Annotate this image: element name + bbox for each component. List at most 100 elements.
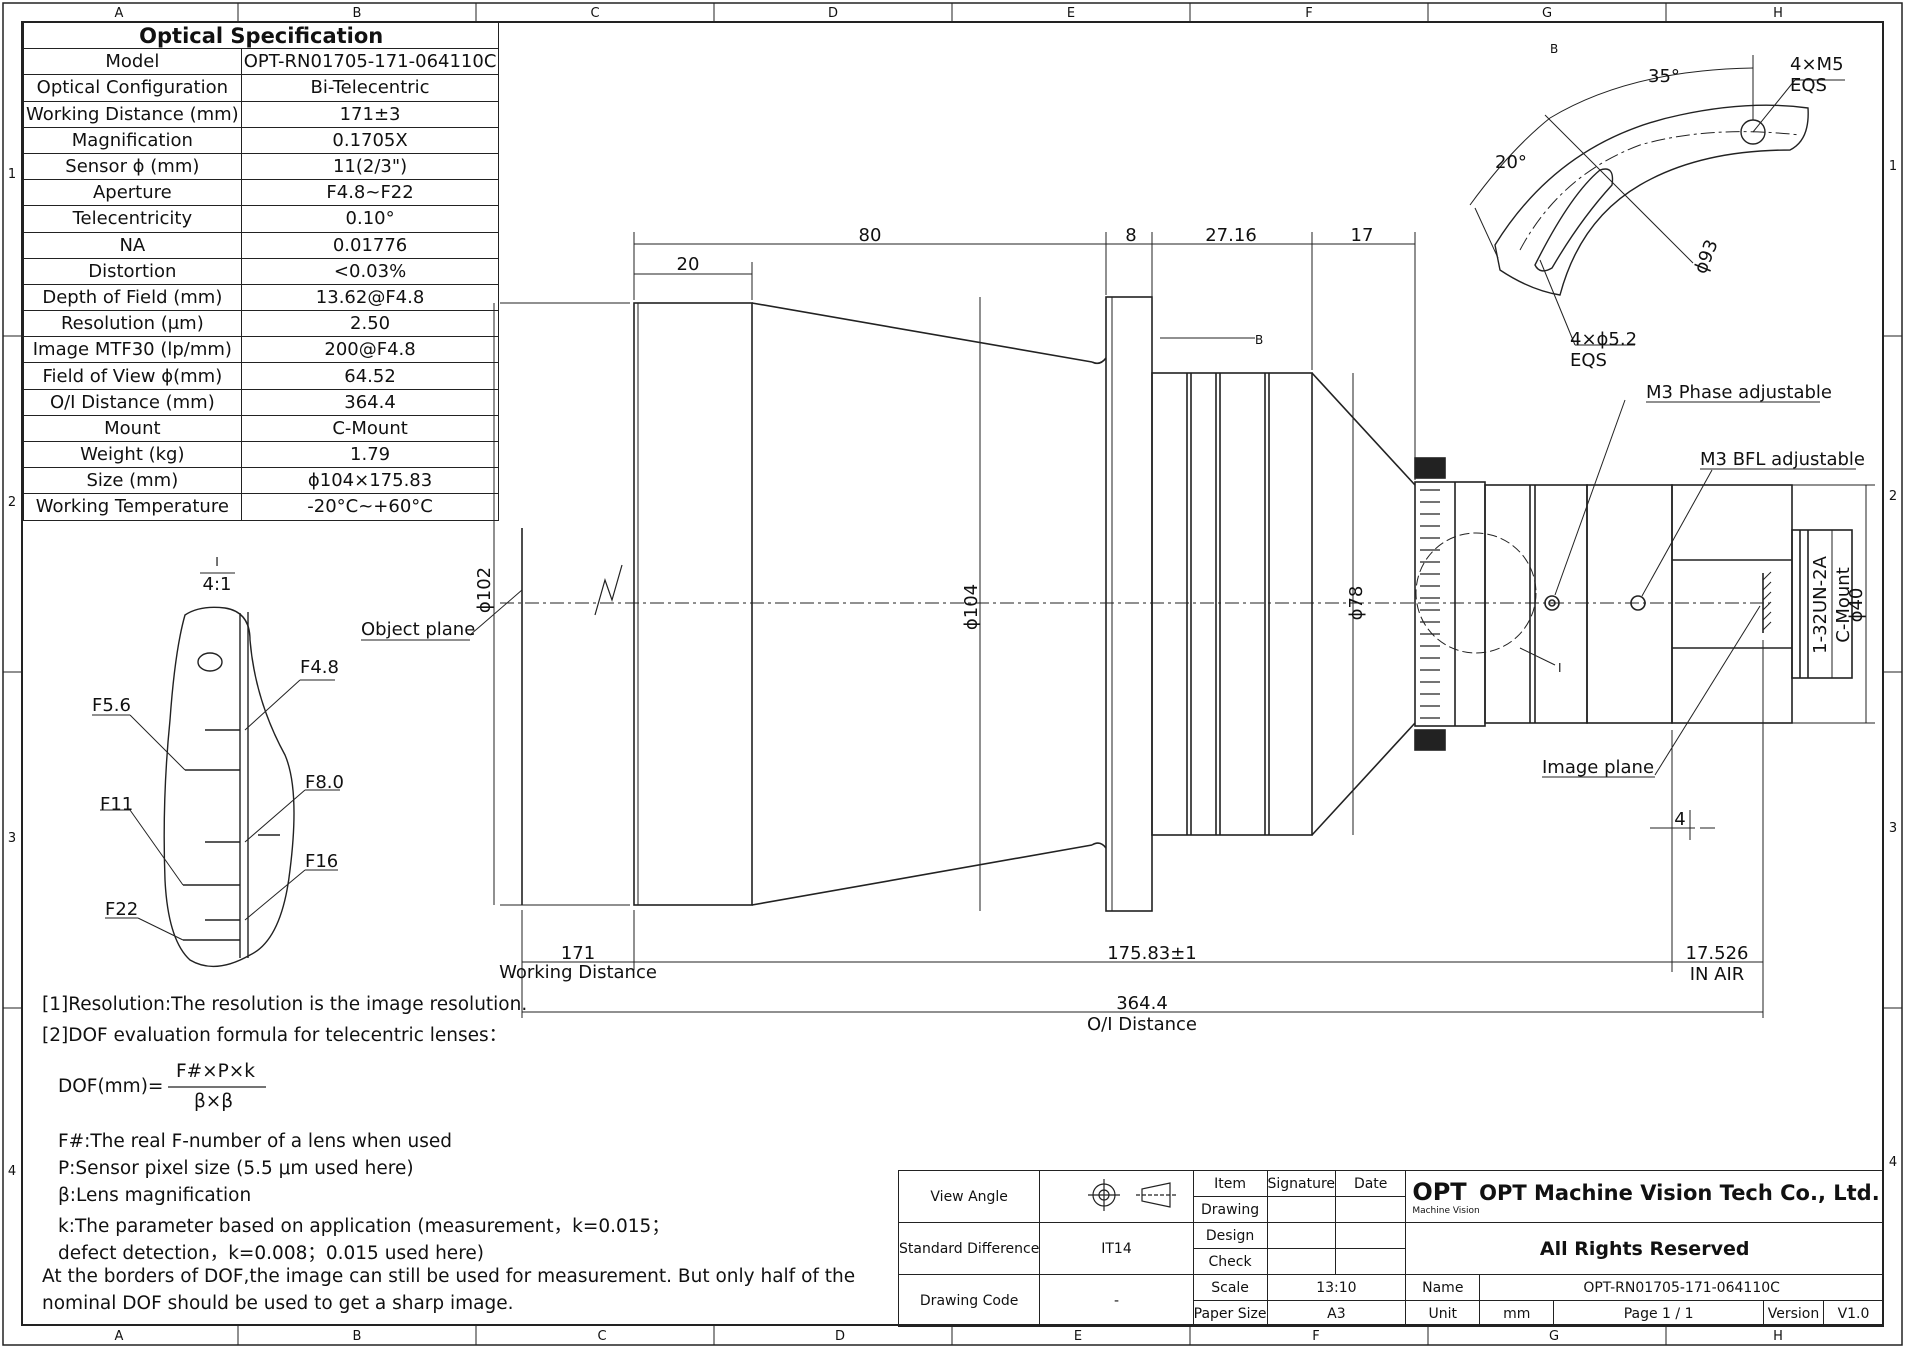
spec-value: 13.62@F4.8 [240,283,500,312]
row-label: 2 [1889,489,1897,504]
note-fnumber: F#:The real F-number of a lens when used [58,1131,453,1152]
dim-20: 20 [677,254,700,275]
spec-key: Optical Configuration [23,74,242,102]
col-label: G [1542,6,1552,21]
date-label: Date [1335,1170,1407,1197]
spec-key: Aperture [23,179,242,207]
table-row: Working Distance (mm)171±3 [23,100,500,128]
object-plane-label: Object plane [361,619,475,640]
spec-title: Optical Specification [22,21,500,50]
spec-key: Telecentricity [23,205,242,233]
dim-175-83: 175.83±1 [1107,943,1197,964]
spec-key: Model [23,48,242,76]
f22-mark: F22 [105,899,138,920]
dim-phi40: ϕ40 [1846,588,1867,623]
dim-17-526: 17.526 [1686,943,1749,964]
rights-reserved: All Rights Reserved [1405,1222,1884,1275]
spec-value: 0.1705X [240,126,500,154]
dim-171: 171 [561,943,595,964]
table-row: Size (mm)ϕ104×175.83 [23,467,500,495]
spec-value: 0.10° [240,205,500,233]
table-row: Resolution (μm)2.50 [23,310,500,338]
view-angle-symbol-cell [1039,1170,1194,1223]
spec-key: Weight (kg) [23,440,242,469]
spec-value: 364.4 [240,388,500,416]
paper-size-value: A3 [1266,1300,1407,1327]
spec-value: <0.03% [240,257,500,285]
dim-17: 17 [1351,225,1374,246]
spec-key: Size (mm) [23,467,242,495]
spec-key: Image MTF30 (lp/mm) [23,336,242,364]
dim-4: 4 [1674,809,1685,830]
m3-phase-label: M3 Phase adjustable [1646,382,1832,403]
lens-outline [500,296,1853,912]
drawing-label: Drawing [1192,1196,1268,1223]
detail-b-labels: B 35° 20° 4×M5 EQS 4×ϕ5.2 EQS ϕ93 [1495,42,1844,371]
spec-value: 171±3 [240,100,500,128]
row-label: 1 [1889,159,1897,174]
note-pixel: P:Sensor pixel size (5.5 μm used here) [58,1158,414,1179]
detail-i-scale: 4:1 [203,574,232,595]
detail-b [1469,55,1845,346]
col-label: F [1312,1329,1319,1344]
dim-oi-distance: O/I Distance [1087,1014,1197,1035]
row-label: 4 [8,1164,16,1179]
dim-8: 8 [1125,225,1136,246]
unit-label: Unit [1405,1300,1481,1327]
col-label: H [1773,6,1783,21]
check-date [1335,1248,1407,1275]
holes-eqs: EQS [1790,75,1827,96]
detail-i-title: I [215,555,219,569]
col-label: H [1773,1329,1783,1344]
spec-key: Resolution (μm) [23,310,242,338]
unit-value: mm [1479,1300,1555,1327]
grid-labels: A B C D E F G H A B C D E F G H 1 2 3 4 … [8,6,1897,1344]
dimension-lines [469,232,1875,1018]
spec-key: Distortion [23,257,242,285]
col-label: C [597,1329,606,1344]
note-resolution: [1]Resolution:The resolution is the imag… [42,994,528,1015]
note-border1: At the borders of DOF,the image can stil… [42,1266,856,1287]
dim-80: 80 [859,225,882,246]
col-label: E [1067,6,1075,21]
name-value: OPT-RN01705-171-064110C [1479,1274,1884,1301]
spec-key: Working Temperature [23,493,242,521]
drawing-code-value: - [1039,1274,1194,1327]
spec-key: Field of View ϕ(mm) [23,362,242,390]
drawing-signature [1266,1196,1337,1223]
pin-dia: 4×ϕ5.2 [1570,329,1637,350]
angle-20: 20° [1495,152,1527,173]
version-value: V1.0 [1822,1300,1885,1327]
dim-phi78: ϕ78 [1346,586,1367,621]
spec-key: Mount [23,414,242,443]
note-magnification: β:Lens magnification [58,1185,252,1206]
detail-b-title: B [1550,42,1558,56]
col-label: C [590,6,599,21]
angle-35: 35° [1648,66,1680,87]
spec-key: Sensor ϕ (mm) [23,152,242,181]
dof-lhs: DOF(mm)= [58,1076,164,1097]
spec-value: 200@F4.8 [240,336,500,364]
row-label: 1 [8,167,16,182]
note-k2: defect detection，k=0.008；0.015 used here… [58,1243,484,1264]
spec-value: ϕ104×175.83 [240,467,500,495]
check-label: Check [1192,1248,1268,1275]
table-row: Working Temperature-20°C~+60°C [23,493,500,521]
f16-mark: F16 [305,851,338,872]
col-label: D [828,6,838,21]
f48-mark: F4.8 [300,657,339,678]
holes-m5: 4×M5 [1790,54,1844,75]
pin-eqs: EQS [1570,350,1607,371]
image-plane-label: Image plane [1542,757,1654,778]
row-label: 2 [8,495,16,510]
note-border2: nominal DOF should be used to get a shar… [42,1293,514,1314]
spec-value: Bi-Telecentric [240,74,500,102]
view-angle-label: View Angle [897,1170,1041,1223]
row-label: 3 [8,831,16,846]
dim-364-4: 364.4 [1116,993,1168,1014]
row-label: 3 [1889,821,1897,836]
